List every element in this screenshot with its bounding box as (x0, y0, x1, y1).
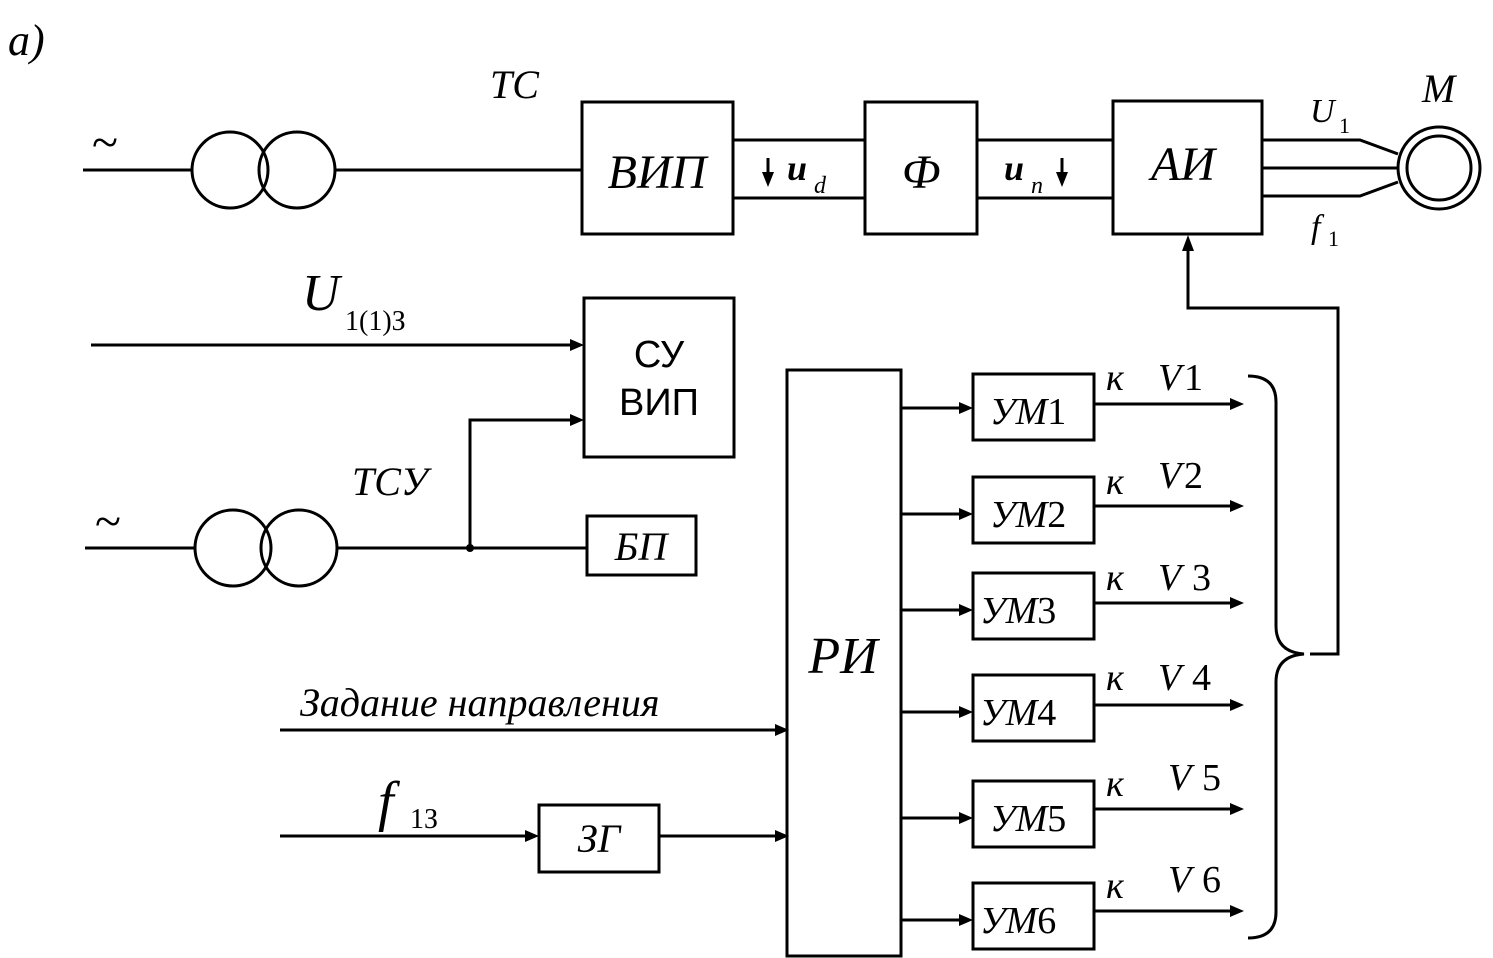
um-block-3 (971, 571, 1096, 641)
U1-signal-sub: 1 (1339, 113, 1350, 138)
um-label-2: УМ2 (990, 494, 1066, 536)
U1-signal-main: U (1310, 93, 1337, 130)
um-output-v-1: V (1158, 357, 1185, 399)
su-vip-block (582, 296, 736, 459)
vip-block (580, 100, 735, 236)
feedback-to-inverter-wire (1186, 250, 1340, 656)
ud-signal-main: u (787, 148, 807, 188)
su-vip-label-line2: ВИП (619, 382, 699, 424)
zg-block (537, 803, 661, 874)
su-vip-arrowhead (570, 414, 584, 426)
inverter-control-arrowhead (1182, 235, 1194, 251)
um-output-v-6: V (1168, 859, 1195, 901)
um-label-3: УМ3 (980, 590, 1056, 632)
um-block-1 (971, 372, 1096, 442)
U1z-signal-main: U (302, 265, 343, 322)
ud-signal-sub: d (814, 173, 827, 199)
um-block-2 (971, 475, 1096, 545)
motor-icon (1396, 125, 1482, 211)
f1z-signal-main: f (378, 771, 401, 833)
ac-source-symbol-top: ~ (92, 116, 118, 169)
um-output-k-6: к (1106, 865, 1125, 907)
ri-block (785, 368, 903, 958)
um-output-num-1: 1 (1184, 357, 1203, 399)
um-channel-2: УМ2 к V 2 (901, 455, 1244, 545)
inverter-label: АИ (1148, 138, 1217, 191)
junction-dot (466, 544, 474, 552)
um-output-num-5: 5 (1202, 757, 1221, 799)
um-label-4: УМ4 (980, 692, 1056, 734)
f1z-signal-sub: 1З (410, 804, 438, 835)
motor-label: M (1421, 66, 1458, 111)
um-block-5 (971, 779, 1096, 849)
um-output-k-5: к (1106, 763, 1125, 805)
filter-label: Ф (902, 146, 941, 199)
um-channel-1: УМ1 к V 1 (901, 357, 1244, 442)
vip-label: ВИП (608, 146, 710, 199)
um-output-num-2: 2 (1184, 455, 1203, 497)
um-output-num-3: 3 (1192, 557, 1211, 599)
zg-arrowhead (775, 830, 789, 842)
um-label-6: УМ6 (980, 900, 1056, 942)
f1-signal-main: f (1311, 209, 1325, 246)
bp-label: БП (614, 524, 670, 569)
control-transformer-label: TCУ (352, 459, 433, 504)
um-block-6 (971, 881, 1096, 951)
output-group-brace (1247, 374, 1305, 940)
um-output-v-3: V (1158, 557, 1185, 599)
direction-input-label: Задание направления (300, 680, 659, 725)
um-output-k-2: к (1106, 461, 1125, 503)
power-transformer-label: TC (490, 62, 540, 107)
um-channel-5: УМ5 к V 5 (901, 757, 1244, 849)
um-output-v-5: V (1168, 757, 1195, 799)
su-vip-label-line1: СУ (634, 334, 685, 376)
direction-arrowhead (775, 724, 789, 736)
um-channel-3: УМ3 к V 3 (901, 557, 1244, 641)
f1z-arrowhead (525, 830, 539, 842)
control-transformer-icon (193, 508, 339, 588)
filter-block (863, 100, 979, 236)
power-transformer-icon (190, 130, 337, 210)
motor-feed-wires (1262, 138, 1399, 198)
f1-signal-sub: 1 (1328, 226, 1339, 251)
um-channel-6: УМ6 к V 6 (901, 859, 1244, 951)
um-output-v-4: V (1158, 657, 1185, 699)
ud-arrow-icon (762, 158, 774, 187)
panel-label: a) (8, 16, 45, 65)
un-arrow-icon (1056, 158, 1068, 187)
un-signal-main: u (1004, 148, 1024, 188)
bp-block (585, 514, 698, 577)
um-output-k-3: к (1106, 557, 1125, 599)
zg-label: ЗГ (578, 816, 623, 861)
U1z-arrowhead (570, 339, 584, 351)
um-output-num-4: 4 (1192, 657, 1211, 699)
um-output-num-6: 6 (1202, 859, 1221, 901)
um-output-v-2: V (1158, 455, 1185, 497)
um-output-k-4: к (1106, 657, 1125, 699)
U1z-signal-sub: 1(1)З (345, 306, 406, 337)
ac-source-symbol-bottom: ~ (95, 495, 121, 548)
um-block-4 (971, 673, 1096, 743)
um-output-k-1: к (1106, 357, 1125, 399)
um-label-1: УМ1 (990, 391, 1066, 433)
un-signal-sub: n (1031, 173, 1043, 199)
um-label-5: УМ5 (990, 798, 1066, 840)
um-channel-4: УМ4 к V 4 (901, 657, 1244, 743)
ri-label: РИ (807, 628, 880, 685)
control-power-to-su-vip-wire (468, 418, 572, 548)
